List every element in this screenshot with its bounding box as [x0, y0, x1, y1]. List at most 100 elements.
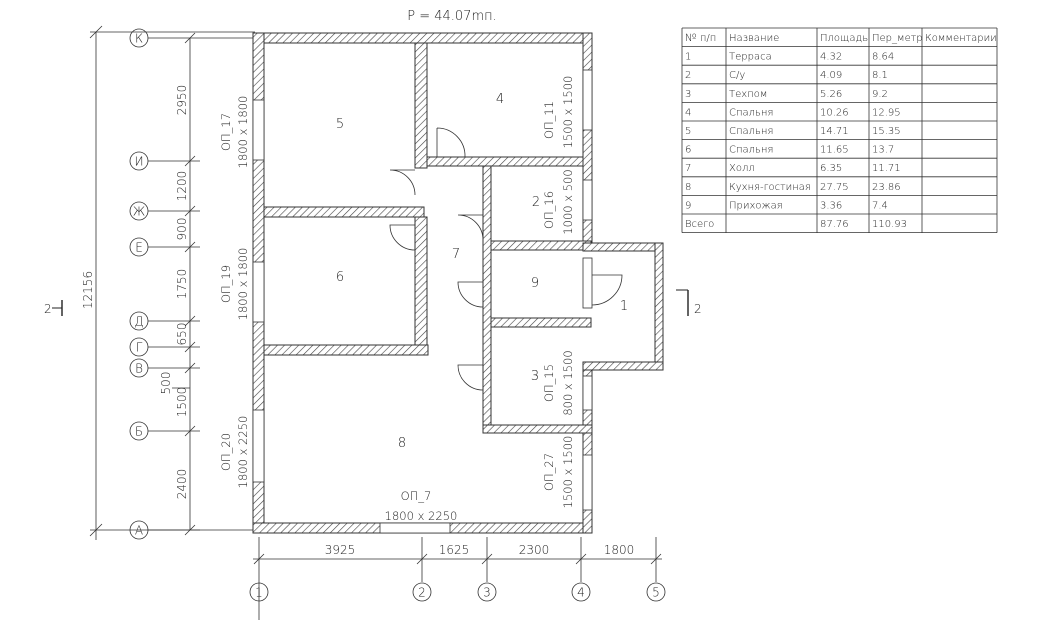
axis-v-circle	[129, 358, 149, 378]
table-header-cell: Комментарии	[925, 33, 997, 44]
table-cell: 7	[685, 163, 691, 174]
dim-2950: 2950	[175, 85, 189, 116]
table-cell: 5.26	[820, 89, 842, 100]
table-header-cell: Название	[729, 33, 779, 44]
dim-1200: 1200	[175, 171, 189, 202]
axis-a-label: А	[135, 524, 143, 538]
table-header-cell: № п/п	[685, 33, 716, 44]
room-5-label: 5	[336, 117, 344, 132]
room-9-label: 9	[531, 276, 539, 291]
opening-op17-name: ОП_17	[219, 113, 233, 151]
axis-e-label: Е	[135, 241, 143, 255]
axis-d-circle	[129, 311, 149, 331]
table-cell: 14.71	[820, 126, 849, 137]
table-cell: Терраса	[729, 52, 772, 63]
axis-g-label: Г	[136, 341, 143, 355]
table-header-cell: Пер_метр	[872, 33, 923, 44]
axis-2-circle	[412, 582, 432, 602]
axis-4-circle	[571, 582, 591, 602]
table-cell: Спальня	[729, 145, 773, 156]
table-cell: 3.36	[820, 200, 842, 211]
axis-2-label: 2	[418, 586, 426, 600]
column-dimension-line: 3925 1625 2300 1800	[253, 537, 662, 620]
dim-1750: 1750	[175, 269, 189, 300]
axis-3-label: 3	[483, 586, 491, 600]
opening-op7-size: 1800 х 2250	[385, 509, 458, 523]
opening-op16-name: ОП_16	[542, 191, 556, 229]
dim-2400: 2400	[175, 469, 189, 500]
opening-op11-name: ОП_11	[542, 101, 556, 139]
table-cell: Спальня	[729, 126, 773, 137]
table-cell: 11.65	[820, 145, 849, 156]
opening-op16-size: 1000 х 500	[561, 169, 575, 234]
axis-5-label: 5	[652, 586, 660, 600]
table-cell: 27.75	[820, 182, 849, 193]
dim-3925: 3925	[325, 543, 356, 557]
table-cell: 8.1	[872, 70, 888, 81]
table-cell: 7.4	[872, 200, 888, 211]
table-cell: 5	[685, 126, 691, 137]
axis-i-circle	[129, 151, 149, 171]
room-2-label: 2	[532, 195, 540, 210]
opening-op27-name: ОП_27	[542, 453, 556, 491]
section-mark-right: 2	[676, 289, 702, 316]
section-mark-right-label: 2	[694, 302, 702, 316]
opening-op27-size: 1500 х 1500	[561, 436, 575, 509]
opening-labels: ОП_17 1800 х 1800 ОП_11 1500 х 1500 ОП_1…	[219, 76, 575, 523]
axis-k-circle	[129, 28, 149, 48]
room-8-label: 8	[398, 436, 406, 451]
opening-op17-size: 1800 х 1800	[236, 96, 250, 169]
axis-zh-label: Ж	[133, 205, 145, 219]
table-cell: 13.7	[872, 145, 894, 156]
opening-op15-size: 800 х 1500	[561, 350, 575, 415]
opening-op15-name: ОП_15	[542, 364, 556, 402]
axis-b-circle	[129, 421, 149, 441]
room-7-label: 7	[452, 247, 460, 262]
table-header-cell: Площадь	[820, 33, 868, 44]
row-axes: К И Ж Е Д Г В Б А	[129, 28, 255, 540]
table-cell: 9.2	[872, 89, 888, 100]
axis-e-circle	[129, 237, 149, 257]
dim-650: 650	[175, 323, 189, 346]
table-cell: 4.09	[820, 70, 842, 81]
axis-i-label: И	[134, 155, 143, 169]
table-cell: Кухня-гостиная	[729, 182, 811, 193]
door-swings	[389, 127, 623, 391]
table-cell: Всего	[685, 219, 714, 230]
axis-a-circle	[129, 520, 149, 540]
opening-op11-size: 1500 х 1500	[561, 76, 575, 149]
table-cell: 4.32	[820, 52, 842, 63]
axis-v-label: В	[135, 362, 143, 376]
table-cell: Прихожая	[729, 200, 783, 211]
opening-op20-size: 1800 х 2250	[236, 416, 250, 489]
dim-1500: 1500	[175, 387, 189, 418]
table-cell: 6	[685, 145, 691, 156]
table-cell: 8.64	[872, 52, 894, 63]
plan-title: P = 44.07mп.	[407, 9, 497, 24]
table-cell: 4	[685, 107, 691, 118]
dim-2300: 2300	[519, 543, 550, 557]
axis-zh-circle	[129, 201, 149, 221]
table-cell: Холл	[729, 163, 755, 174]
room-4-label: 4	[496, 92, 504, 107]
row-dimension-line: 2950 1200 900 1750 650 500 1500 2400	[159, 32, 196, 536]
opening-op19-size: 1800 х 1800	[236, 248, 250, 321]
table-cell: 23.86	[872, 182, 901, 193]
table-cell: С/у	[729, 70, 745, 81]
table-cell: 12.95	[872, 107, 901, 118]
room-1-label: 1	[620, 299, 628, 314]
table-cell: 1	[685, 52, 691, 63]
table-cell: 6.35	[820, 163, 842, 174]
opening-op7-name: ОП_7	[401, 489, 432, 503]
window-gaps	[252, 69, 593, 534]
section-mark-left-label: 2	[44, 302, 52, 316]
axis-1-circle	[249, 582, 269, 602]
dim-500: 500	[159, 372, 173, 395]
dim-900: 900	[175, 218, 189, 241]
axis-b-label: Б	[135, 425, 143, 439]
table-cell: Спальня	[729, 107, 773, 118]
axis-d-label: Д	[134, 315, 143, 329]
table-cell: 15.35	[872, 126, 901, 137]
axis-k-label: К	[135, 32, 143, 46]
